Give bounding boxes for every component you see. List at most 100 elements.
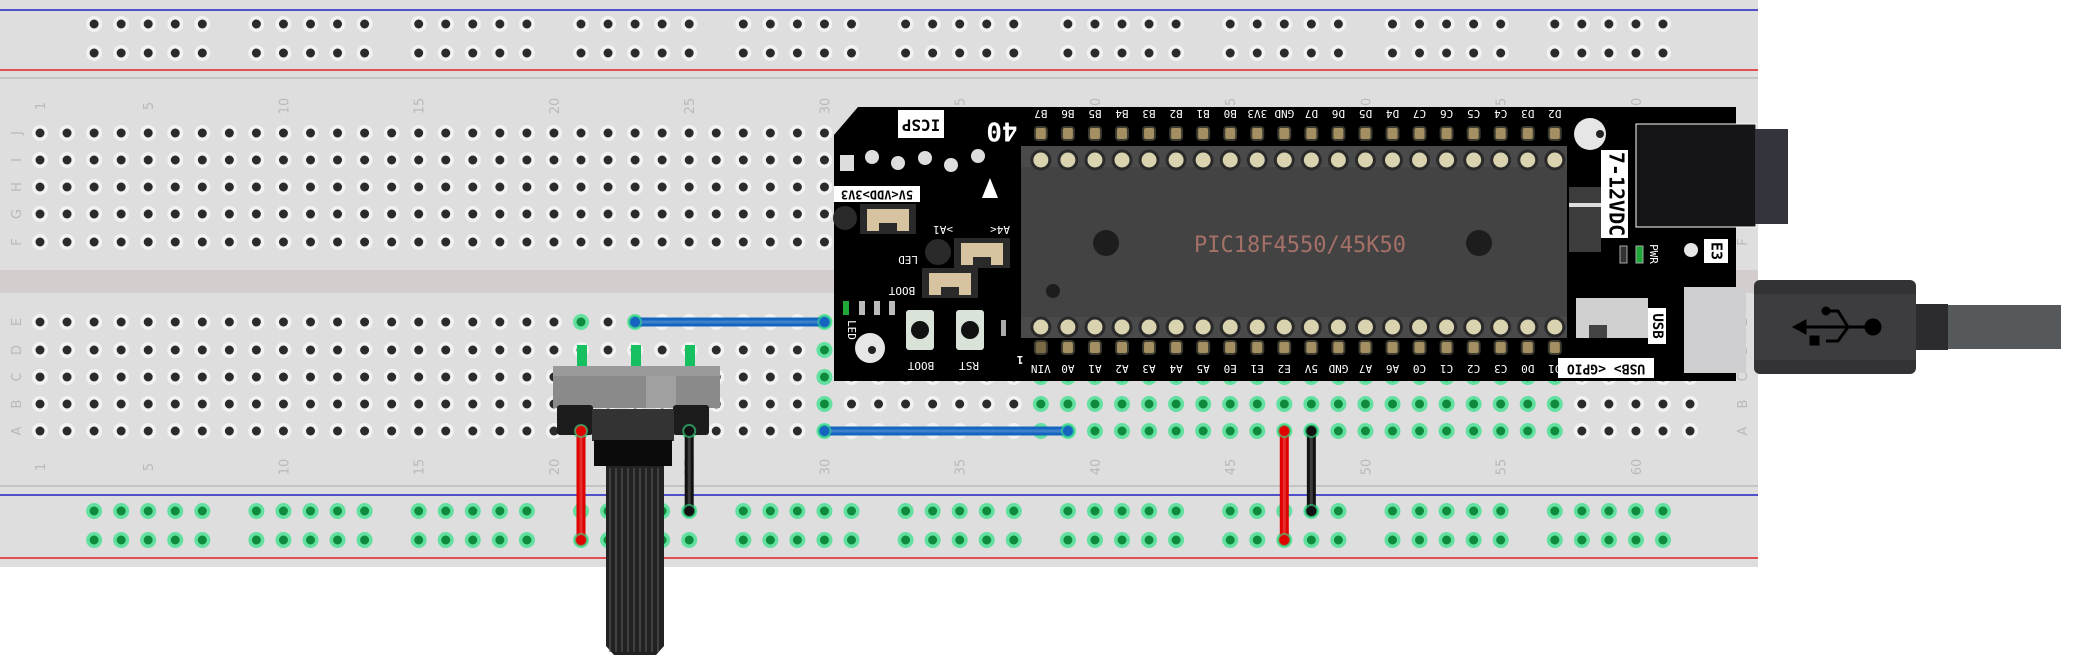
rail-hole[interactable] — [194, 532, 211, 548]
rail-hole[interactable] — [1546, 16, 1563, 32]
rail-hole[interactable] — [464, 503, 481, 519]
breadboard-hole[interactable] — [1384, 423, 1401, 439]
rail-hole[interactable] — [924, 503, 941, 519]
breadboard-hole[interactable] — [545, 234, 562, 250]
breadboard-hole[interactable] — [762, 234, 779, 250]
rail-hole[interactable] — [1546, 503, 1563, 519]
wire[interactable] — [1304, 424, 1319, 518]
breadboard-hole[interactable] — [518, 423, 535, 439]
rail-hole[interactable] — [410, 503, 427, 519]
breadboard-hole[interactable] — [545, 179, 562, 195]
breadboard-hole[interactable] — [302, 234, 319, 250]
rail-hole[interactable] — [248, 532, 265, 548]
header-pin[interactable] — [1169, 340, 1184, 355]
rail-hole[interactable] — [978, 532, 995, 548]
breadboard-hole[interactable] — [113, 369, 130, 385]
breadboard-hole[interactable] — [681, 206, 698, 222]
rail-hole[interactable] — [1114, 532, 1130, 548]
breadboard-hole[interactable] — [1573, 396, 1590, 412]
rail-hole[interactable] — [113, 45, 130, 61]
rail-hole[interactable] — [410, 45, 427, 61]
breadboard-hole[interactable] — [86, 152, 103, 168]
breadboard-hole[interactable] — [59, 369, 76, 385]
rail-hole[interactable] — [897, 532, 914, 548]
rail-hole[interactable] — [843, 45, 860, 61]
breadboard-hole[interactable] — [383, 179, 400, 195]
rail-hole[interactable] — [113, 503, 130, 519]
breadboard-hole[interactable] — [654, 206, 671, 222]
breadboard-hole[interactable] — [464, 206, 481, 222]
breadboard-hole[interactable] — [708, 179, 725, 195]
rail-hole[interactable] — [1249, 532, 1266, 548]
wire[interactable] — [628, 315, 832, 329]
rail-hole[interactable] — [464, 532, 481, 548]
rail-hole[interactable] — [1330, 45, 1347, 61]
breadboard-hole[interactable] — [248, 234, 265, 250]
rail-hole[interactable] — [1465, 503, 1482, 519]
breadboard-hole[interactable] — [816, 125, 833, 141]
breadboard-hole[interactable] — [167, 125, 184, 141]
breadboard-hole[interactable] — [329, 234, 346, 250]
rail-hole[interactable] — [275, 503, 292, 519]
breadboard-hole[interactable] — [275, 125, 292, 141]
breadboard-hole[interactable] — [600, 234, 617, 250]
rail-hole[interactable] — [1384, 532, 1401, 548]
rail-hole[interactable] — [86, 503, 103, 519]
breadboard-hole[interactable] — [32, 179, 48, 195]
rail-hole[interactable] — [951, 16, 968, 32]
rail-hole[interactable] — [816, 45, 833, 61]
breadboard-hole[interactable] — [356, 396, 373, 412]
breadboard-hole[interactable] — [1357, 396, 1374, 412]
rail-hole[interactable] — [789, 16, 806, 32]
header-pin[interactable] — [1196, 340, 1211, 355]
breadboard-hole[interactable] — [816, 396, 833, 412]
rail-hole[interactable] — [924, 532, 941, 548]
rail-hole[interactable] — [329, 45, 346, 61]
breadboard-hole[interactable] — [86, 234, 103, 250]
breadboard-hole[interactable] — [491, 179, 508, 195]
breadboard-hole[interactable] — [816, 369, 833, 385]
rail-hole[interactable] — [356, 532, 373, 548]
breadboard-hole[interactable] — [275, 423, 292, 439]
rail-hole[interactable] — [1086, 45, 1103, 61]
rail-hole[interactable] — [275, 532, 292, 548]
rail-hole[interactable] — [600, 45, 617, 61]
breadboard-hole[interactable] — [194, 369, 211, 385]
rail-hole[interactable] — [924, 45, 941, 61]
rail-hole[interactable] — [1168, 532, 1185, 548]
breadboard-hole[interactable] — [221, 152, 238, 168]
breadboard-hole[interactable] — [248, 179, 265, 195]
breadboard-hole[interactable] — [302, 342, 319, 358]
header-pin[interactable] — [1466, 340, 1481, 355]
breadboard-hole[interactable] — [356, 314, 373, 330]
breadboard-hole[interactable] — [356, 152, 373, 168]
breadboard-hole[interactable] — [464, 369, 481, 385]
breadboard-hole[interactable] — [167, 234, 184, 250]
header-pin[interactable] — [1060, 126, 1075, 141]
rail-hole[interactable] — [1627, 16, 1644, 32]
rail-hole[interactable] — [843, 532, 860, 548]
breadboard-hole[interactable] — [545, 206, 562, 222]
rail-hole[interactable] — [1438, 16, 1455, 32]
header-pin[interactable] — [1169, 126, 1184, 141]
breadboard-hole[interactable] — [654, 234, 671, 250]
header-pin[interactable] — [1304, 126, 1319, 141]
breadboard-hole[interactable] — [302, 179, 319, 195]
rail-hole[interactable] — [329, 503, 346, 519]
header-pin[interactable] — [1060, 340, 1075, 355]
rail-hole[interactable] — [491, 503, 508, 519]
breadboard-hole[interactable] — [464, 314, 481, 330]
breadboard-hole[interactable] — [951, 396, 968, 412]
rail-hole[interactable] — [897, 503, 914, 519]
breadboard-hole[interactable] — [491, 152, 508, 168]
breadboard-hole[interactable] — [248, 125, 265, 141]
usb-gpio-switch[interactable] — [1576, 298, 1648, 338]
breadboard-hole[interactable] — [816, 179, 833, 195]
rail-hole[interactable] — [1465, 532, 1482, 548]
rail-hole[interactable] — [1492, 16, 1509, 32]
breadboard-hole[interactable] — [1330, 396, 1347, 412]
breadboard-hole[interactable] — [32, 342, 48, 358]
rail-hole[interactable] — [1059, 532, 1076, 548]
rail-hole[interactable] — [329, 16, 346, 32]
breadboard-hole[interactable] — [708, 234, 725, 250]
